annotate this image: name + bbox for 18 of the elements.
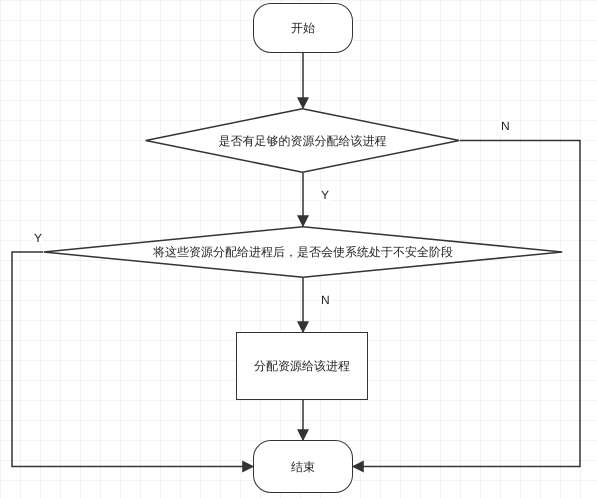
terminal-box [253, 3, 353, 53]
edge-label: Y [33, 232, 44, 244]
arrow [297, 278, 309, 334]
arrow [297, 400, 309, 442]
box-text: 分配资源给该进程 [254, 358, 350, 375]
edge-label: Y [320, 189, 330, 201]
edge-label: N [500, 120, 511, 132]
process-box [236, 332, 368, 400]
box-text: 开始 [291, 20, 315, 37]
arrow [297, 53, 309, 110]
decision-text: 将这些资源分配给进程后，是否会使系统处于不安全阶段 [153, 244, 453, 261]
edge-label: N [320, 294, 331, 306]
terminal-box [253, 440, 353, 493]
arrow [352, 140, 581, 472]
box-text: 结束 [291, 458, 315, 476]
arrow [297, 173, 309, 228]
arrow [11, 251, 254, 472]
decision-text: 是否有足够的资源分配给该进程 [218, 132, 386, 150]
